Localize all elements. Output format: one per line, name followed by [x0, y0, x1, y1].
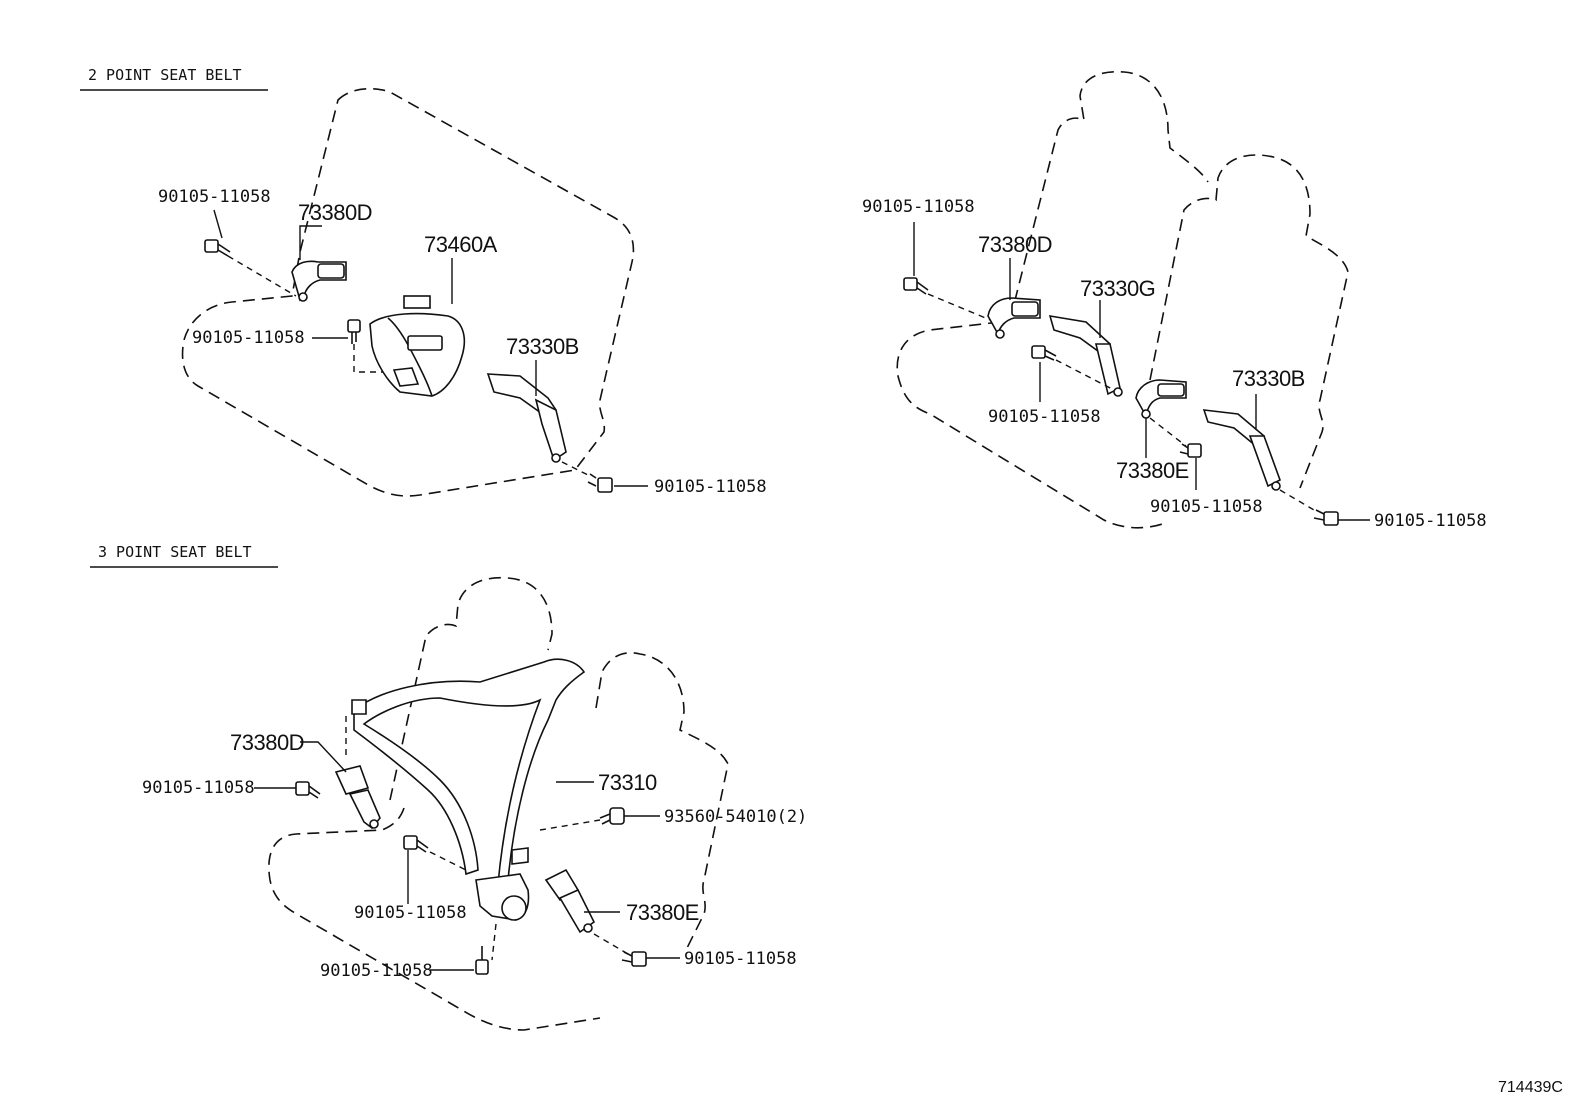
bolt-icon [347, 319, 361, 344]
bolt-icon [475, 946, 489, 975]
callout-label: 73380D [978, 232, 1052, 257]
bolt-icon [1179, 443, 1202, 458]
callout-label: 90105-11058 [654, 477, 767, 497]
section-header-2-point: 2 POINT SEAT BELT [80, 66, 268, 91]
seatback-outline-right [595, 652, 729, 951]
seat-cushion-outline [181, 87, 635, 497]
figure-2-point-seat-belt: 90105-11058 73380D 73460A 90105-11058 73… [158, 87, 767, 497]
section-title-3-point: 3 POINT SEAT BELT [98, 543, 252, 561]
bolt-icon [403, 835, 429, 853]
bolt-icon [587, 473, 613, 493]
callout-label: 90105-11058 [684, 949, 797, 969]
figure-3-point-seat-belt: 73380D 90105-11058 73310 93560-54010(2) … [142, 576, 807, 1031]
belt-73330b [486, 373, 567, 463]
callout-label: 73460A [424, 232, 498, 257]
callout-label: 90105-11058 [1374, 511, 1487, 531]
seat-belt-73310 [351, 658, 586, 921]
seat-cushion-outline [268, 807, 601, 1031]
buckle-73380e [544, 868, 596, 934]
diagram-code: 714439C [1498, 1079, 1563, 1096]
seatback-outline-right [1149, 154, 1349, 489]
seat-cushion-outline [896, 321, 1169, 529]
section-header-3-point: 3 POINT SEAT BELT [90, 543, 278, 568]
buckle-73380d [291, 260, 347, 302]
bolt-icon [1313, 509, 1339, 526]
callout-label: 90105-11058 [158, 187, 271, 207]
callout-label: 90105-11058 [862, 197, 975, 217]
callout-label: 73310 [598, 770, 657, 795]
bolt-icon [1031, 345, 1057, 361]
lap-belt-73460a [369, 295, 466, 397]
callout-label: 90105-11058 [1150, 497, 1263, 517]
callout-label: 73330G [1080, 276, 1155, 301]
section-title-2-point: 2 POINT SEAT BELT [88, 66, 242, 84]
seatback-outline-left [1009, 70, 1209, 321]
buckle-73380d [334, 765, 381, 830]
callout-label: 90105-11058 [988, 407, 1101, 427]
callout-label: 90105-11058 [192, 328, 305, 348]
figure-2-point-seat-belt-bench: 90105-11058 73380D 73330G 90105-11058 73… [862, 70, 1487, 531]
bolt-icon [621, 951, 647, 967]
callout-label: 73380E [1116, 458, 1189, 483]
callout-label: 73330B [1232, 366, 1305, 391]
callout-label: 73380D [298, 200, 372, 225]
callout-label: 73330B [506, 334, 579, 359]
bolt-icon [295, 781, 321, 799]
callout-label: 90105-11058 [142, 778, 255, 798]
callout-label: 90105-11058 [354, 903, 467, 923]
callout-label: 73380E [626, 900, 699, 925]
callout-label: 73380D [230, 730, 304, 755]
seatback-outline-left [389, 576, 553, 801]
belt-73330b [1202, 409, 1281, 491]
callout-label: 90105-11058 [320, 961, 433, 981]
callout-label: 93560-54010(2) [664, 807, 807, 827]
buckle-73380e [1135, 379, 1187, 419]
bolt-icon [599, 807, 625, 825]
belt-73330g [1048, 315, 1123, 397]
bolt-icon [204, 239, 231, 257]
bolt-icon [903, 277, 929, 295]
buckle-73380d [987, 297, 1041, 339]
